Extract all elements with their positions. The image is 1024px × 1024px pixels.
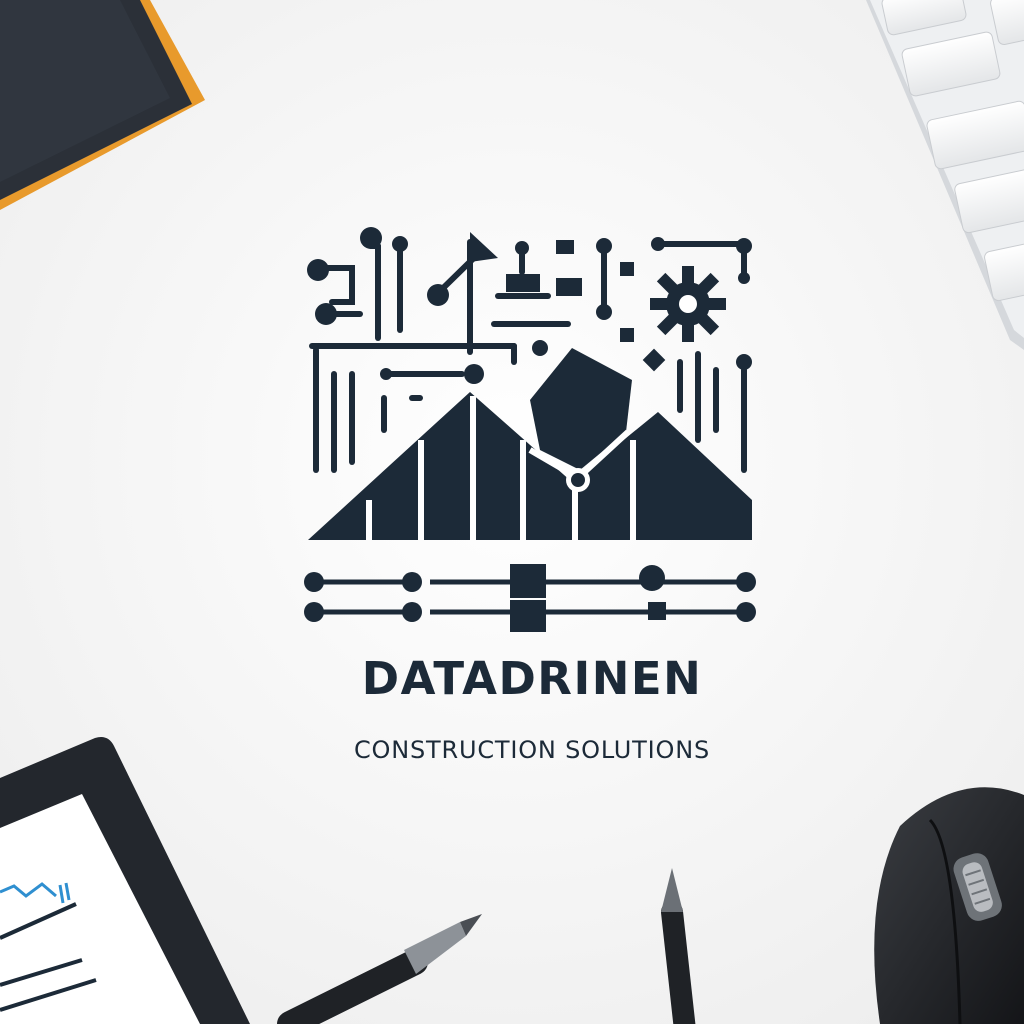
notebook (0, 0, 205, 210)
circuit-traces (309, 239, 747, 473)
tablet-chart (0, 882, 97, 1012)
slider-rows (304, 564, 756, 632)
brand-name: DATADRINEN (361, 652, 703, 705)
stylus (661, 868, 696, 1024)
pen (277, 914, 482, 1024)
scroll-wheel (953, 853, 1002, 921)
tablet (0, 737, 250, 1024)
circuit-nodes (307, 227, 752, 384)
logo-mark (304, 227, 756, 632)
keyboard (866, 0, 1024, 350)
gear-icon (650, 266, 726, 342)
brand-tagline: CONSTRUCTION SOLUTIONS (354, 736, 710, 764)
mouse (874, 787, 1024, 1024)
building-silhouette (308, 348, 752, 540)
